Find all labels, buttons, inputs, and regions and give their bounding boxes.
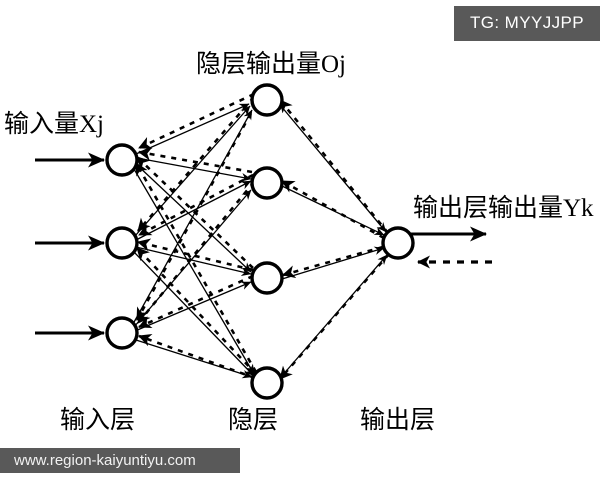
label-output-quantity: 输出层输出量Yk: [413, 195, 594, 222]
node-layer-hidden: [250, 83, 284, 400]
hidden-node-4: [250, 366, 284, 400]
node-layer-input: [105, 143, 139, 350]
output-node-1: [381, 226, 415, 260]
hidden-node-2: [250, 166, 284, 200]
tag-badge: TG: MYYJJPP: [454, 6, 600, 41]
node-layer-output: [381, 226, 415, 260]
hidden-node-1: [250, 83, 284, 117]
label-layer-hidden: 隐层: [228, 407, 279, 434]
edges-output-to-hidden-backward: [278, 99, 390, 380]
external-input-arrows: [35, 152, 105, 341]
watermark-url: www.region-kaiyuntiyu.com: [0, 448, 240, 473]
label-input-quantity: 输入量Xj: [4, 111, 105, 138]
edges-input-to-hidden-forward: [132, 103, 255, 379]
edges-hidden-to-input-backward: [134, 92, 258, 380]
label-layer-input: 输入层: [60, 407, 136, 434]
input-node-2: [105, 226, 139, 260]
input-node-3: [105, 316, 139, 350]
input-node-1: [105, 143, 139, 177]
edges-hidden-to-output-forward: [280, 105, 388, 378]
hidden-node-3: [250, 261, 284, 295]
label-layer-output: 输出层: [360, 407, 436, 434]
label-hidden-layer-output: 隐层输出量Oj: [196, 51, 347, 78]
